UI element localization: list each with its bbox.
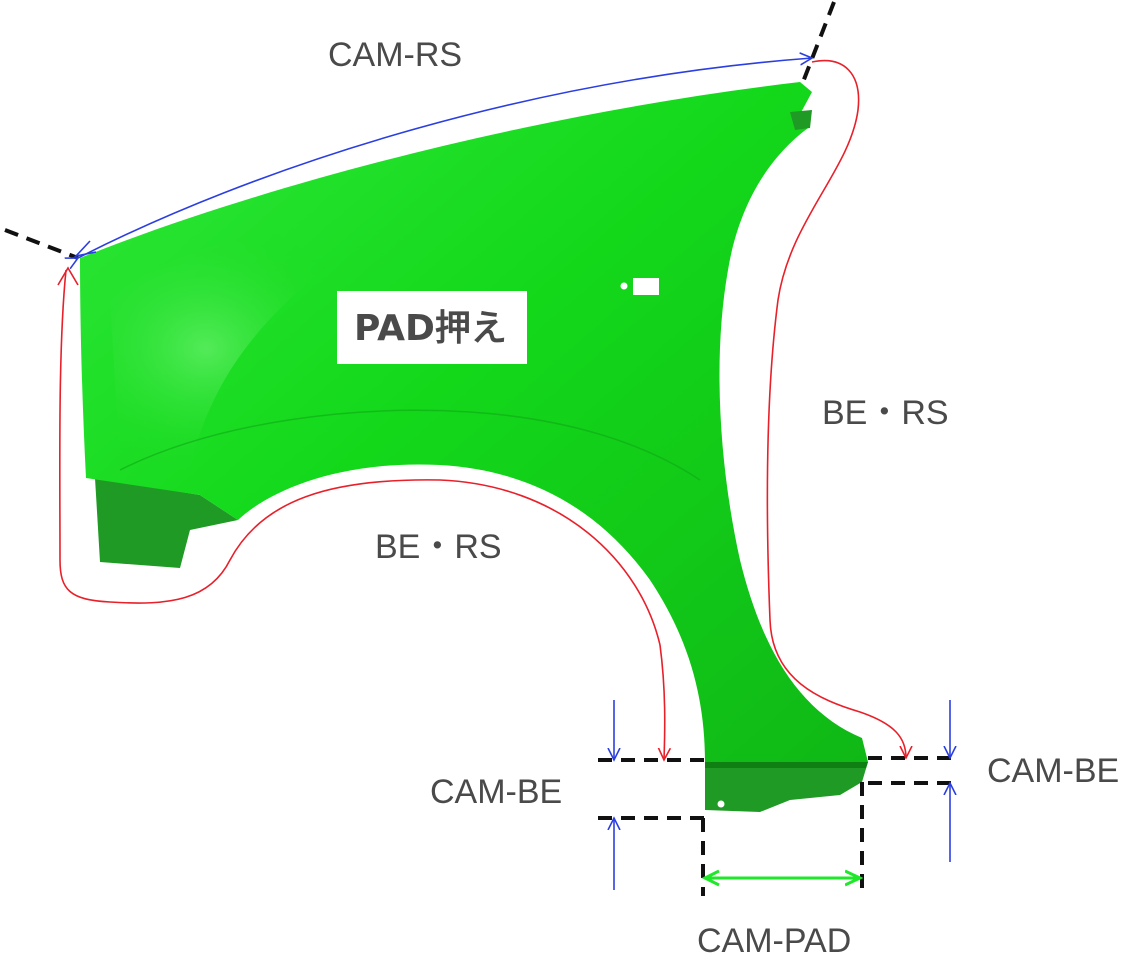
fender-bottom-hole xyxy=(717,800,725,808)
label-cam-pad: CAM-PAD xyxy=(697,922,851,960)
fender-lower-right-flange xyxy=(705,762,868,812)
fender-square-hole xyxy=(633,278,659,295)
pad-label-box xyxy=(337,291,527,364)
dash-top-left xyxy=(4,228,79,260)
red-right-edge xyxy=(766,59,906,758)
fender-lower-left-flange xyxy=(95,478,238,568)
label-be-rs-center: BE・RS xyxy=(375,528,502,566)
fender-panel xyxy=(80,82,868,812)
cam-rs-arc xyxy=(78,58,812,258)
cam-pad-arrow-left-head xyxy=(701,869,720,887)
fender-crease xyxy=(119,409,701,481)
red-left-arrow-top xyxy=(57,266,79,286)
dash-top-right xyxy=(801,1,836,83)
label-cam-be-left: CAM-BE xyxy=(430,773,562,811)
cam-rs-arrow-left xyxy=(73,240,97,258)
label-cam-rs: CAM-RS xyxy=(328,36,462,74)
fender-lower-strip xyxy=(705,762,868,768)
fender-round-hole xyxy=(620,282,628,290)
red-left-edge xyxy=(58,269,665,760)
label-pad-press: PAD押え xyxy=(354,308,507,349)
label-be-rs-right: BE・RS xyxy=(822,394,949,432)
label-cam-be-right: CAM-BE xyxy=(987,752,1119,790)
